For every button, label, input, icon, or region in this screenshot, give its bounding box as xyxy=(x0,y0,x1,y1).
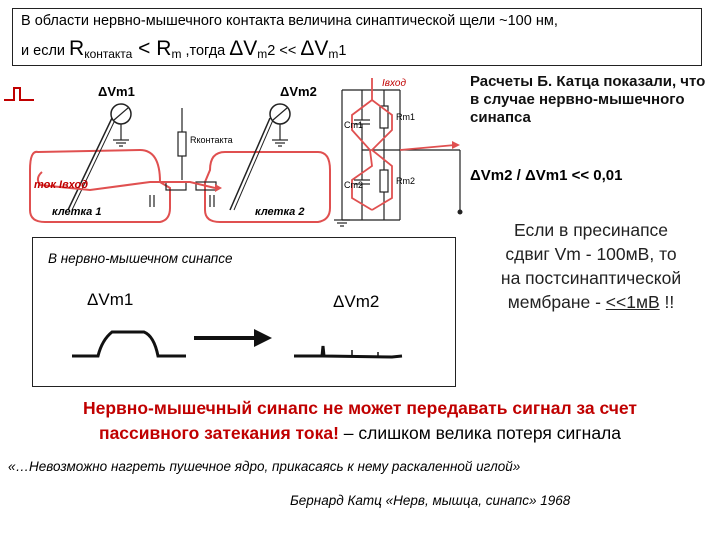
electrode-1 xyxy=(67,117,113,211)
dvm1-subscript: m xyxy=(328,47,339,61)
diagram-dvm1-label: ΔVm1 xyxy=(98,84,135,99)
much-less-symbol: << xyxy=(275,43,301,59)
then-word: ,тогда xyxy=(181,43,230,59)
dvm1-index: 1 xyxy=(338,43,347,59)
inset-title: В нервно-мышечном синапсе xyxy=(48,251,233,266)
quote-author: Бернард Катц «Нерв, мышца, синапс» 1968 xyxy=(290,493,571,508)
conclusion-red-part: пассивного затекания тока! xyxy=(99,423,339,443)
shift-line-3: на постсинаптической xyxy=(500,268,682,288)
dvm2-symbol: ΔV xyxy=(229,37,258,60)
iin-label: Iвход xyxy=(382,78,406,89)
r-contact-subscript: контакта xyxy=(84,47,133,61)
dvm2-index: 2 xyxy=(267,43,276,59)
quote-text: «…Невозможно нагреть пушечное ядро, прик… xyxy=(8,459,521,474)
cell-2-outline xyxy=(204,151,331,223)
conclusion-line-2: пассивного затекания тока! – слишком вел… xyxy=(0,423,720,444)
presynaptic-trace xyxy=(72,330,186,358)
electrode-2 xyxy=(229,117,271,211)
inset-dvm1-label: ΔVm1 xyxy=(87,290,134,309)
shift-line-2: сдвиг Vm - 100мВ, то xyxy=(505,244,677,264)
katz-ratio: ΔVm2 / ΔVm1 << 0,01 xyxy=(470,167,623,184)
shift-line-4-prefix: мембране - xyxy=(507,292,606,312)
header-line-1: В области нервно-мышечного контакта вели… xyxy=(21,13,558,29)
diagram-dvm2-label: ΔVm2 xyxy=(280,84,317,99)
r-m-subscript: m xyxy=(171,47,182,61)
cell-1-outline xyxy=(29,148,171,223)
cm2-label: Cm2 xyxy=(344,180,363,190)
voltage-traces xyxy=(72,329,403,359)
inset-dvm2-label: ΔVm2 xyxy=(333,292,380,311)
katz-calculation-text: Расчеты Б. Катца показали, что в случае … xyxy=(470,73,706,126)
header-prefix: и если xyxy=(21,43,70,59)
rm2-label: Rm2 xyxy=(396,176,415,186)
arrow-head-icon xyxy=(254,329,272,347)
cell-1-label: клетка 1 xyxy=(52,206,101,218)
contact-resistor xyxy=(177,131,187,157)
conclusion-line-1: Нервно-мышечный синапс не может передава… xyxy=(82,398,638,418)
r-m-symbol: R xyxy=(156,37,172,60)
dvm2-subscript: m xyxy=(257,47,268,61)
cell-2-label: клетка 2 xyxy=(255,206,304,218)
postsynaptic-trace xyxy=(294,345,403,359)
rcontact-label: Rконтакта xyxy=(190,135,233,145)
conclusion-rest: – слишком велика потеря сигнала xyxy=(338,423,621,443)
shift-line-4-suffix: !! xyxy=(659,292,675,312)
current-path xyxy=(36,171,216,192)
equivalent-circuit xyxy=(334,89,461,227)
stimulus-pulse-icon xyxy=(4,87,34,101)
r-contact-symbol: R xyxy=(69,37,85,60)
shift-statement: Если в пресинапсе сдвиг Vm - 100мВ, то н… xyxy=(462,218,720,314)
circuit-diagram: ΔVm1 ΔVm2 Rконтакта ток Iвход клетка 1 к… xyxy=(4,78,463,227)
cm1-label: Cm1 xyxy=(344,120,363,130)
rm1-label: Rm1 xyxy=(396,112,415,122)
header-line-2: и если Rконтакта < Rm ,тогда ΔVm2 << ΔVm… xyxy=(21,37,347,61)
header-box: В области нервно-мышечного контакта вели… xyxy=(12,8,702,66)
shift-line-1: Если в пресинапсе xyxy=(513,220,669,240)
inset-box xyxy=(32,237,456,387)
shift-line-4: мембране - <<1мВ !! xyxy=(462,290,720,314)
dvm1-symbol: ΔV xyxy=(300,37,329,60)
less-than-symbol: < xyxy=(132,37,157,60)
circuit-current-path xyxy=(351,78,373,211)
shift-value: <<1мВ xyxy=(605,292,660,312)
current-label: ток Iвход xyxy=(34,179,88,191)
